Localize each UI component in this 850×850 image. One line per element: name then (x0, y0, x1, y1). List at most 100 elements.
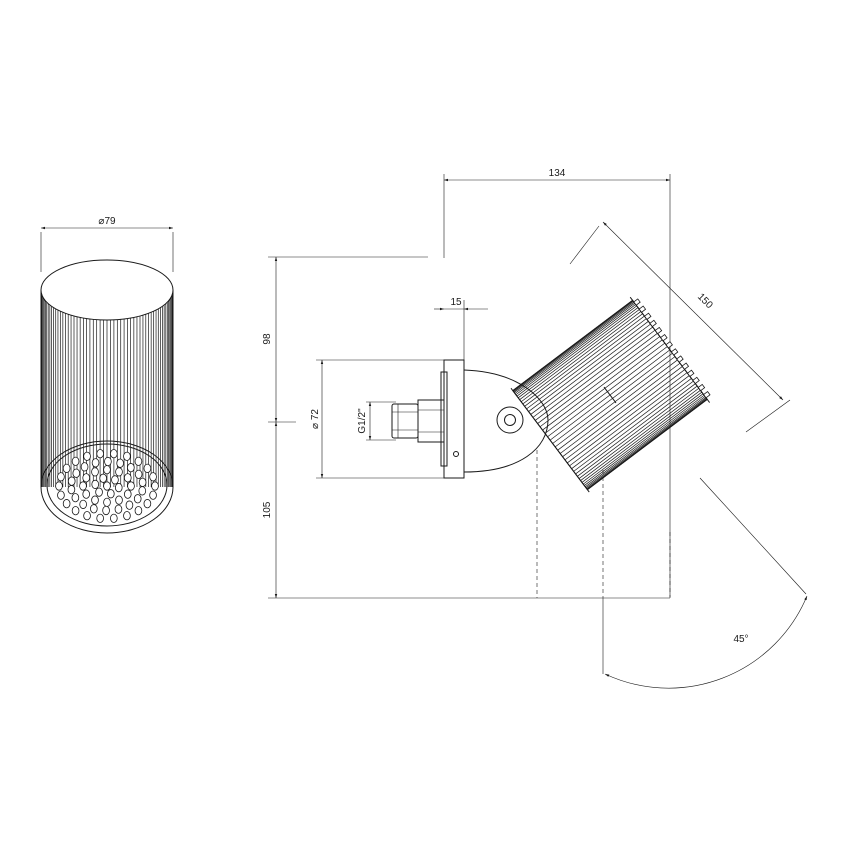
swivel-joint (463, 369, 549, 473)
wall-plate (440, 359, 465, 479)
angle-extension-line (699, 477, 807, 595)
spray-nozzle (71, 493, 80, 503)
front-ribs (40, 290, 174, 487)
spray-nozzle (79, 481, 87, 491)
spray-nozzle (138, 486, 147, 496)
spray-nozzle (115, 495, 123, 505)
tilted-rib-line (530, 323, 651, 415)
tilted-rib-line (515, 304, 636, 395)
tilted-nozzle (654, 326, 663, 335)
tilted-rib-line (586, 398, 707, 489)
tilted-nozzle (638, 305, 647, 313)
spray-nozzle (82, 473, 91, 483)
tilted-body-nozzles (633, 298, 711, 399)
spray-nozzle (79, 499, 87, 509)
spray-nozzle (138, 477, 147, 487)
side-view: 134 15 98 105 ⌀ 72 G1/2" (262, 168, 808, 689)
spray-nozzle (103, 497, 111, 507)
tilted-rib-line (569, 375, 690, 467)
tilted-nozzle (633, 298, 641, 306)
tilted-rib-line (578, 387, 700, 479)
plate-diameter-label: ⌀ 72 (310, 409, 321, 429)
threaded-connector (391, 399, 445, 443)
width-total-label: 134 (549, 168, 566, 179)
wall-plate-depth-label: 15 (450, 297, 462, 308)
spray-nozzle (99, 473, 107, 483)
tilted-rib-line (512, 300, 634, 392)
spray-nozzle (110, 449, 118, 459)
spray-nozzle (151, 481, 159, 491)
tilted-rib-line (577, 385, 698, 477)
spray-nozzle (143, 499, 152, 509)
tilted-rib-line (513, 301, 635, 393)
spray-nozzle (104, 456, 112, 467)
body-length-label: 150 (695, 291, 715, 311)
spray-nozzle (57, 472, 65, 482)
spray-nozzle (95, 487, 103, 497)
spray-nozzle (91, 467, 99, 477)
tilted-rib-line (516, 305, 637, 397)
spray-nozzle (82, 489, 91, 499)
tilted-rib-line (584, 395, 705, 486)
spray-nozzle (107, 489, 115, 499)
spray-nozzle (114, 483, 123, 493)
diameter-body-label: ⌀79 (98, 216, 116, 227)
spray-nozzle (134, 506, 143, 516)
spray-nozzle (123, 451, 131, 461)
spray-nozzle (90, 504, 98, 514)
tilted-rib-line (564, 369, 685, 461)
spray-nozzle (149, 472, 157, 482)
height-upper-label: 98 (262, 333, 273, 345)
tilted-rib-line (585, 397, 707, 489)
spray-nozzle (102, 505, 110, 516)
tilted-rib-line (518, 307, 639, 399)
spray-nozzle (91, 495, 99, 505)
front-view: ⌀79 (40, 216, 174, 534)
tilted-rib-line (581, 391, 702, 483)
spray-nozzle (133, 494, 142, 504)
tilted-rib-line (512, 300, 633, 392)
spray-nozzle (83, 511, 91, 521)
spray-nozzle (80, 462, 89, 472)
spray-nozzle (127, 481, 135, 491)
tilted-rib-line (587, 399, 708, 490)
tilt-angle-label: 45° (733, 634, 748, 645)
spray-nozzle (125, 500, 134, 510)
tilted-nozzle (649, 319, 657, 328)
tilted-rib-line (514, 302, 635, 394)
spray-nozzle (67, 485, 76, 495)
tilted-rib-line (583, 393, 704, 485)
spray-nozzle (143, 463, 152, 473)
tilted-rib-line (522, 313, 643, 405)
spray-nozzle (67, 476, 76, 486)
spray-nozzle (123, 473, 132, 483)
spray-nozzle (71, 506, 80, 516)
spray-nozzle (134, 469, 143, 479)
pivot-outer (496, 406, 524, 434)
length-extension-bottom (745, 399, 791, 433)
spray-nozzles (55, 449, 159, 523)
pivot-inner (504, 414, 516, 426)
tilted-nozzle (697, 383, 706, 392)
spray-nozzle (134, 456, 143, 466)
spray-nozzle (91, 458, 100, 468)
spray-nozzle (149, 490, 157, 500)
angle-arc (604, 595, 808, 689)
spray-nozzle (62, 499, 71, 509)
spray-nozzle (116, 458, 124, 468)
tilted-nozzle (676, 355, 684, 363)
spray-nozzle (127, 463, 135, 473)
tilted-nozzle (686, 369, 695, 377)
spray-nozzle (103, 481, 111, 491)
spray-face-outer (40, 440, 174, 534)
screw-hole (453, 451, 459, 457)
length-extension-top (569, 225, 600, 265)
spray-nozzle (62, 463, 71, 473)
spray-nozzle (72, 468, 81, 478)
tilted-rib-line (526, 318, 647, 410)
tilted-body-top-cap (510, 387, 590, 493)
tilted-rib-line (567, 372, 688, 464)
tilted-rib-line (586, 398, 708, 490)
tilted-nozzle (643, 312, 652, 320)
